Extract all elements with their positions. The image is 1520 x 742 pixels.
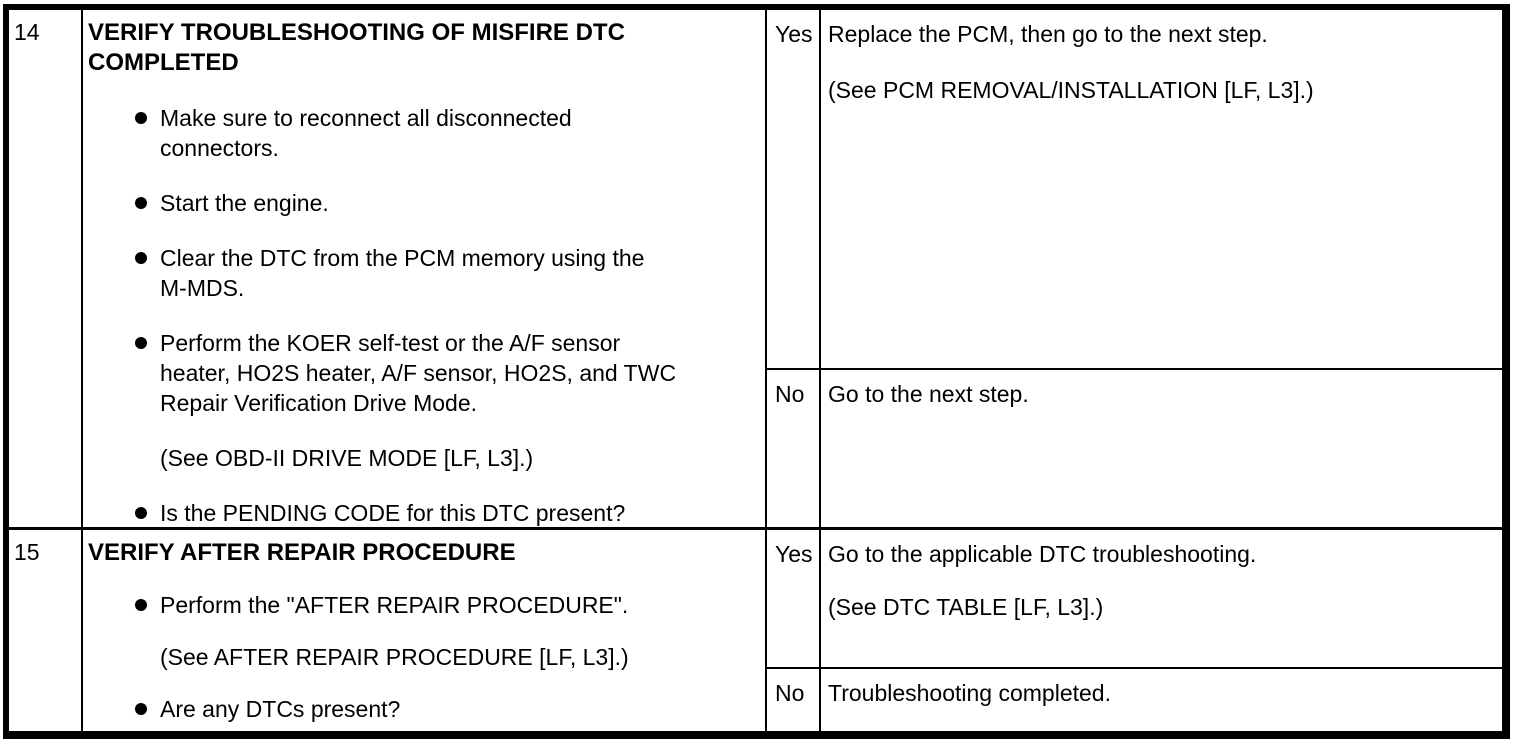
list-item-text: Perform the KOER self-test or the A/F se… — [160, 330, 677, 416]
step-number: 15 — [14, 539, 40, 565]
step-number-cell: 14 — [9, 10, 83, 527]
procedure-cell: VERIFY TROUBLESHOOTING OF MISFIRE DTC CO… — [83, 10, 767, 527]
see-reference-note: (See OBD-II DRIVE MODE [LF, L3].) — [83, 443, 765, 473]
action-text: Go to the next step. — [828, 381, 1029, 407]
see-reference-text: (See DTC TABLE [LF, L3].) — [828, 594, 1104, 620]
list-item-text: Start the engine. — [160, 190, 329, 216]
list-item-text: Is the PENDING CODE for this DTC present… — [160, 500, 626, 526]
action-text: Go to the applicable DTC troubleshooting… — [828, 541, 1257, 567]
list-item-text: Are any DTCs present? — [160, 696, 401, 722]
table-row: 15 VERIFY AFTER REPAIR PROCEDURE Perform… — [9, 530, 1502, 731]
table-row: 14 VERIFY TROUBLESHOOTING OF MISFIRE DTC… — [9, 10, 1502, 530]
list-item-text: Perform the "AFTER REPAIR PROCEDURE". — [160, 592, 629, 618]
procedure-cell: VERIFY AFTER REPAIR PROCEDURE Perform th… — [83, 530, 767, 731]
list-item: Is the PENDING CODE for this DTC present… — [83, 498, 765, 528]
list-item: Perform the "AFTER REPAIR PROCEDURE". — [83, 590, 765, 620]
results-cell: Yes Go to the applicable DTC troubleshoo… — [767, 530, 1502, 731]
yes-label: Yes — [767, 10, 821, 368]
action-text: Replace the PCM, then go to the next ste… — [828, 21, 1268, 47]
bullet-icon — [135, 197, 147, 209]
step-number: 14 — [14, 19, 40, 45]
yes-label: Yes — [767, 530, 821, 667]
list-item: Clear the DTC from the PCM memory using … — [83, 243, 765, 303]
see-reference-note: (See AFTER REPAIR PROCEDURE [LF, L3].) — [83, 642, 765, 672]
bullet-icon — [135, 599, 147, 611]
bullet-icon — [135, 507, 147, 519]
yes-branch: Yes Go to the applicable DTC troubleshoo… — [767, 530, 1502, 669]
yes-action-cell: Go to the applicable DTC troubleshooting… — [821, 530, 1502, 667]
yes-branch: Yes Replace the PCM, then go to the next… — [767, 10, 1502, 370]
procedure-heading: VERIFY AFTER REPAIR PROCEDURE — [88, 539, 516, 566]
no-label: No — [767, 669, 821, 731]
action-text: Troubleshooting completed. — [828, 680, 1111, 706]
procedure-heading: VERIFY TROUBLESHOOTING OF MISFIRE DTC CO… — [88, 19, 625, 76]
see-reference-text: (See OBD-II DRIVE MODE [LF, L3].) — [160, 445, 534, 471]
no-branch: No Troubleshooting completed. — [767, 669, 1502, 731]
bullet-icon — [135, 252, 147, 264]
bullet-icon — [135, 703, 147, 715]
bullet-icon — [135, 337, 147, 349]
list-item: Make sure to reconnect all disconnected … — [83, 103, 765, 163]
troubleshooting-table: 14 VERIFY TROUBLESHOOTING OF MISFIRE DTC… — [3, 4, 1510, 739]
no-branch: No Go to the next step. — [767, 370, 1502, 527]
no-label: No — [767, 370, 821, 527]
results-cell: Yes Replace the PCM, then go to the next… — [767, 10, 1502, 527]
step-number-cell: 15 — [9, 530, 83, 731]
list-item-text: Clear the DTC from the PCM memory using … — [160, 245, 645, 301]
list-item: Start the engine. — [83, 188, 765, 218]
yes-action-cell: Replace the PCM, then go to the next ste… — [821, 10, 1502, 368]
see-reference-text: (See PCM REMOVAL/INSTALLATION [LF, L3].) — [828, 77, 1314, 103]
list-item-text: Make sure to reconnect all disconnected … — [160, 105, 572, 161]
list-item: Are any DTCs present? — [83, 694, 765, 724]
no-action-cell: Go to the next step. — [821, 370, 1502, 527]
bullet-icon — [135, 112, 147, 124]
no-action-cell: Troubleshooting completed. — [821, 669, 1502, 731]
see-reference-text: (See AFTER REPAIR PROCEDURE [LF, L3].) — [160, 644, 629, 670]
list-item: Perform the KOER self-test or the A/F se… — [83, 328, 765, 418]
